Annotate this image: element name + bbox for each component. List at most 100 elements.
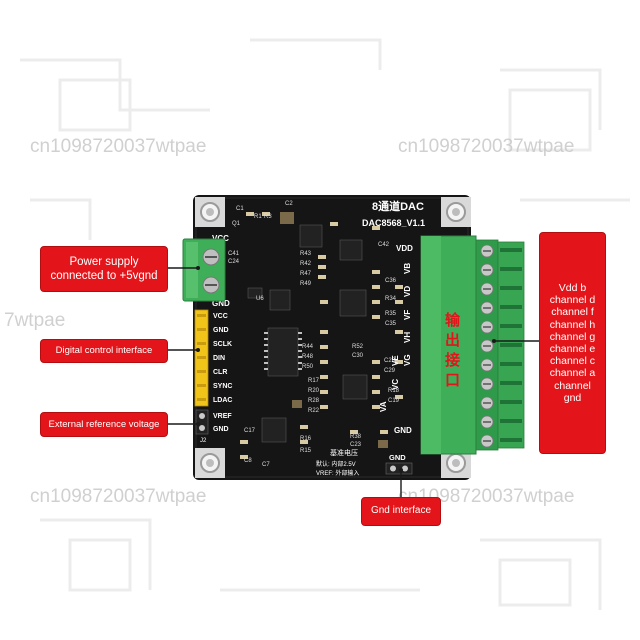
svg-text:C24: C24	[228, 259, 240, 265]
pin-label-vcc: VCC	[213, 313, 228, 320]
svg-text:C30: C30	[352, 353, 364, 359]
mount-hole-tl	[195, 197, 225, 227]
svg-text:Q1: Q1	[232, 221, 241, 227]
svg-text:R48: R48	[302, 354, 314, 360]
pin-label-din: DIN	[213, 355, 225, 362]
mount-hole-bl	[195, 448, 225, 478]
out-label-vf: VF	[403, 310, 412, 320]
svg-text:R20: R20	[308, 388, 320, 394]
pin-label-clr: CLR	[213, 369, 227, 376]
vref-gnd-label: GND	[213, 426, 229, 433]
callout-power-text: Power supply connected to +5vgnd	[50, 255, 158, 282]
svg-text:R17: R17	[308, 378, 320, 384]
svg-text:R15: R15	[300, 448, 312, 454]
watermark-bottom-left: cn1098720037wtpae	[30, 486, 207, 507]
svg-text:C19: C19	[388, 398, 400, 404]
svg-text:C23: C23	[350, 442, 362, 448]
svg-text:C7: C7	[262, 462, 270, 468]
board-title: 8通道DAC	[372, 199, 424, 213]
svg-text:R18: R18	[388, 388, 400, 394]
ref-note-external: VREF: 外部输入	[316, 469, 359, 477]
out-label-vd: VD	[403, 286, 412, 297]
channel-item: channel g	[549, 330, 596, 343]
svg-text:R28: R28	[308, 398, 320, 404]
vref-label: VREF	[213, 413, 232, 420]
svg-text:R52: R52	[352, 344, 364, 350]
channel-item: channel d	[549, 294, 596, 307]
svg-text:R43: R43	[300, 251, 312, 257]
svg-text:C41: C41	[228, 251, 240, 257]
callout-gnd-interface: Gnd interface	[361, 497, 441, 526]
pin-label-gnd: GND	[213, 327, 229, 334]
mount-hole-tr	[441, 197, 471, 227]
svg-text:R22: R22	[308, 408, 320, 414]
bottom-gnd-header	[385, 462, 413, 475]
watermark-top-right: cn1098720037wtpae	[398, 136, 575, 157]
power-gnd-label: GND	[212, 299, 230, 308]
vref-pin-header	[195, 409, 209, 435]
pin-label-sync: SYNC	[213, 383, 232, 390]
svg-text:输: 输	[445, 311, 461, 329]
svg-text:C35: C35	[385, 321, 397, 327]
svg-text:R47: R47	[300, 271, 312, 277]
pin-label-ldac: LDAC	[213, 397, 232, 404]
svg-text:口: 口	[445, 372, 460, 389]
svg-text:接: 接	[445, 351, 460, 369]
out-label-vh: VH	[403, 332, 412, 343]
vdd-label: VDD	[396, 244, 413, 253]
board-model: DAC8568_V1.1	[362, 218, 425, 228]
out-gnd-label: GND	[394, 426, 412, 435]
output-terminal-block	[420, 235, 525, 455]
svg-text:C29: C29	[384, 368, 396, 374]
bottom-gnd-label: GND	[389, 453, 406, 462]
silk-r1: R1	[254, 214, 262, 220]
watermark-bottom-right: cn1098720037wtpae	[398, 486, 575, 507]
watermark-mid-left: 7wtpae	[4, 310, 66, 331]
svg-text:R50: R50	[302, 364, 314, 370]
callout-external-ref-text: External reference voltage	[48, 418, 160, 430]
power-terminal	[182, 238, 226, 302]
out-label-vg: VG	[403, 354, 412, 366]
out-label-vc: VC	[391, 379, 400, 390]
svg-text:C2: C2	[285, 201, 293, 207]
channel-item: channel e	[549, 343, 596, 355]
out-label-va: VA	[379, 401, 388, 412]
svg-text:C42: C42	[378, 242, 390, 248]
svg-text:R34: R34	[385, 296, 397, 302]
svg-text:C8: C8	[244, 458, 252, 464]
callout-channel-list: Vdd b channel d channel f channel h chan…	[539, 232, 606, 454]
channel-item: channel f	[551, 306, 594, 319]
channel-item: channel	[554, 379, 591, 392]
ic-dac8568	[267, 327, 299, 377]
svg-text:R44: R44	[302, 344, 314, 350]
svg-text:R42: R42	[300, 261, 312, 267]
ref-note-title: 基准电压	[330, 448, 358, 457]
pin-label-sclk: SCLK	[213, 341, 232, 348]
svg-text:C28: C28	[384, 358, 396, 364]
channel-item: Vdd b	[558, 281, 587, 294]
out-label-ve: VE	[391, 355, 400, 366]
svg-text:C36: C36	[385, 278, 397, 284]
callout-gnd-text: Gnd interface	[370, 505, 432, 517]
svg-text:U6: U6	[256, 296, 264, 302]
svg-text:出: 出	[445, 331, 460, 349]
svg-text:R16: R16	[300, 436, 312, 442]
output-chinese-label: 输 出 接 口	[445, 311, 461, 389]
channel-item: channel c	[550, 355, 595, 368]
svg-text:C17: C17	[244, 428, 256, 434]
callout-digital-text: Digital control interface	[55, 345, 153, 357]
callout-digital-control: Digital control interface	[40, 339, 168, 363]
j2-label: J2	[200, 438, 207, 444]
callout-external-reference: External reference voltage	[40, 412, 168, 437]
channel-item: channel h	[549, 318, 596, 331]
svg-text:R38: R38	[350, 434, 362, 440]
svg-text:R3: R3	[264, 214, 272, 220]
silk-c1: C1	[236, 206, 244, 212]
channel-item: gnd	[563, 391, 582, 404]
watermark-top-left: cn1098720037wtpae	[30, 136, 207, 157]
channel-item: channel a	[549, 367, 596, 380]
ref-note-default: 默认: 内部2.5V	[316, 460, 356, 468]
out-label-vb: VB	[403, 263, 412, 274]
